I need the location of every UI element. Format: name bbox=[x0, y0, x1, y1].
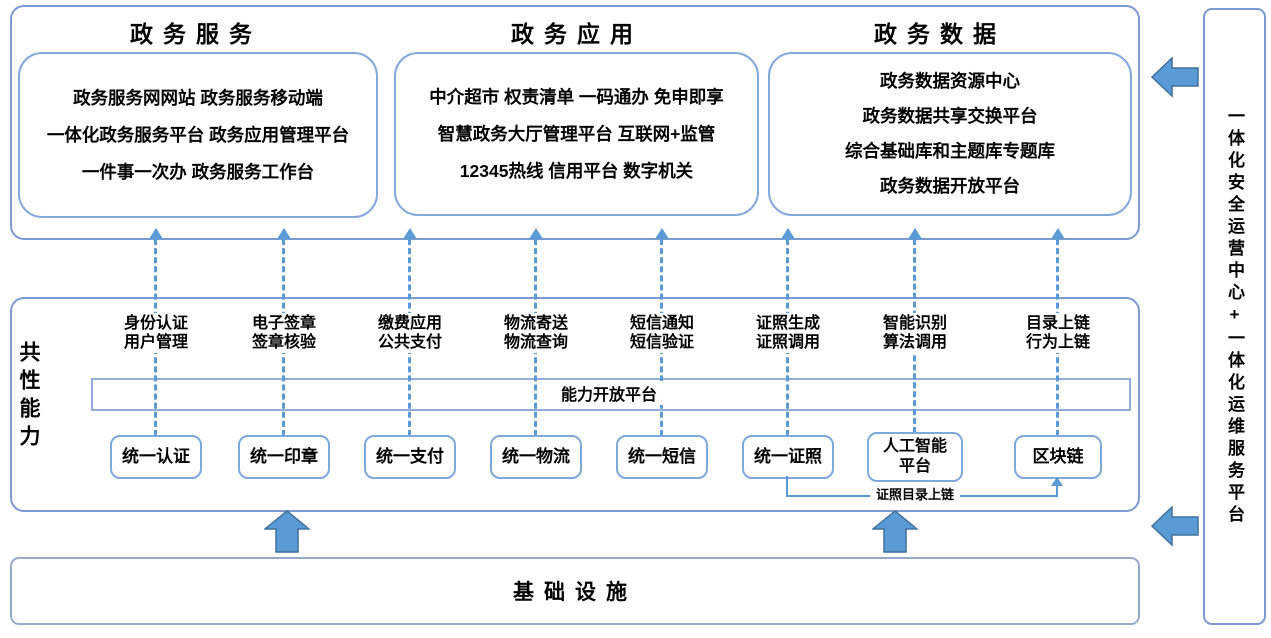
gov-data-box: 政务数据资源中心 政务数据共享交换平台 综合基础库和主题库专题库 政务数据开放平… bbox=[768, 52, 1132, 216]
capability-label-logistics: 物流寄送 物流查询 bbox=[500, 313, 572, 353]
capability-label-ai: 智能识别 算法调用 bbox=[879, 313, 951, 353]
platform-box-unified-auth: 统一认证 bbox=[110, 435, 202, 479]
gov-applications-box: 中介超市 权责清单 一码通办 免申即享 智慧政务大厅管理平台 互联网+监管 12… bbox=[394, 52, 759, 216]
gov-services-box: 政务服务网网站 政务服务移动端 一体化政务服务平台 政务应用管理平台 一件事一次… bbox=[18, 52, 378, 218]
left-block-arrow-icon bbox=[1151, 506, 1199, 547]
platform-box-unified-license: 统一证照 bbox=[742, 435, 834, 479]
platform-box-unified-logistics: 统一物流 bbox=[490, 435, 582, 479]
up-arrowhead-icon bbox=[403, 228, 417, 239]
section-title-gov-data: 政务数据 bbox=[874, 21, 1006, 47]
platform-box-ai: 人工智能 平台 bbox=[867, 432, 963, 482]
up-arrowhead-icon bbox=[1051, 228, 1065, 239]
up-arrowhead-icon bbox=[529, 228, 543, 239]
up-arrowhead-icon bbox=[655, 228, 669, 239]
platform-box-unified-sms: 统一短信 bbox=[616, 435, 708, 479]
infrastructure-bar: 基础设施 bbox=[10, 557, 1140, 625]
up-arrowhead-icon bbox=[1051, 477, 1063, 486]
common-capabilities-label: 共性能力 bbox=[17, 341, 40, 453]
section-title-gov-applications: 政务应用 bbox=[511, 21, 643, 47]
up-arrowhead-icon bbox=[149, 228, 163, 239]
platform-box-unified-payment: 统一支付 bbox=[364, 435, 456, 479]
capability-label-identity: 身份认证 用户管理 bbox=[120, 313, 192, 353]
capability-label-payment: 缴费应用 公共支付 bbox=[374, 313, 446, 353]
capability-label-license: 证照生成 证照调用 bbox=[752, 313, 824, 353]
infrastructure-label: 基础设施 bbox=[513, 581, 637, 604]
capability-open-platform-label: 能力开放平台 bbox=[91, 378, 1127, 407]
up-arrowhead-icon bbox=[908, 228, 922, 239]
left-block-arrow-icon bbox=[1151, 57, 1199, 98]
up-block-arrow-icon bbox=[264, 510, 310, 553]
section-title-gov-services: 政务服务 bbox=[130, 21, 262, 47]
capability-label-signature: 电子签章 签章核验 bbox=[248, 313, 320, 353]
up-arrowhead-icon bbox=[277, 228, 291, 239]
connector-line bbox=[786, 476, 788, 496]
platform-box-unified-seal: 统一印章 bbox=[238, 435, 330, 479]
ops-sidebar: 一体化安全运营中心+一体化运维服务平台 bbox=[1203, 8, 1266, 625]
up-block-arrow-icon bbox=[872, 510, 918, 553]
ops-sidebar-label: 一体化安全运营中心+一体化运维服务平台 bbox=[1225, 106, 1244, 527]
capability-label-sms: 短信通知 短信验证 bbox=[626, 313, 698, 353]
platform-box-blockchain: 区块链 bbox=[1014, 435, 1102, 479]
connector-line bbox=[1056, 485, 1058, 496]
cert-directory-chain-label: 证照目录上链 bbox=[869, 484, 961, 503]
capability-label-chain: 目录上链 行为上链 bbox=[1022, 313, 1094, 353]
up-arrowhead-icon bbox=[781, 228, 795, 239]
